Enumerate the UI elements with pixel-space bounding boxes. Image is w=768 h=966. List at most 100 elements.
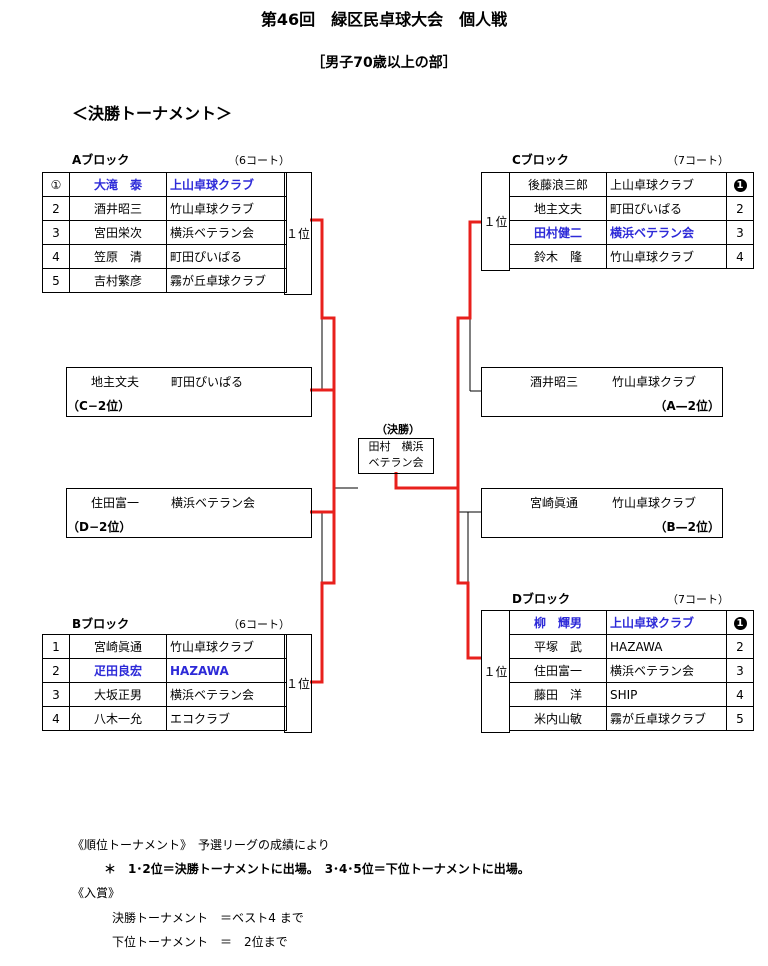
bracket-black-lines <box>310 221 481 583</box>
player-name: 藤田 洋 <box>509 682 607 707</box>
entry-number: ① <box>42 172 70 197</box>
player-name: 大坂正男 <box>69 682 167 707</box>
rank1-label: １位 <box>483 214 508 229</box>
player-club: 町田ぴいぱる <box>606 196 727 221</box>
player-club: 霧が丘卓球クラブ <box>166 268 287 293</box>
prize-final: 決勝トーナメント ＝ベスト4 まで <box>112 911 304 925</box>
player-club: 横浜ベテラン会 <box>166 682 287 707</box>
entry-number: 1 <box>42 634 70 659</box>
rank1-label: １位 <box>285 676 310 691</box>
b2-tag: （B—2位） <box>654 520 721 534</box>
player-name: 住田富一 <box>509 658 607 683</box>
block-d-rank1: １位 <box>481 610 510 733</box>
player-club: 上山卓球クラブ <box>606 172 727 197</box>
entry-number: 2 <box>42 196 70 221</box>
player-name: 宮崎眞通 <box>69 634 167 659</box>
entry-number: 3 <box>726 658 754 683</box>
player-club: SHIP <box>606 682 727 707</box>
entry-number: 3 <box>42 682 70 707</box>
b2-player-name: 宮崎眞通 <box>530 496 579 510</box>
entry-number: 1 <box>726 610 754 635</box>
block-d-label: Dブロック <box>512 592 570 606</box>
final-winner-line2: ベテラン会 <box>368 456 424 469</box>
bracket-red-lines <box>310 218 481 684</box>
player-club: 竹山卓球クラブ <box>166 196 287 221</box>
entry-number: 4 <box>42 706 70 731</box>
entry-number: 2 <box>726 196 754 221</box>
player-name: 笠原 清 <box>69 244 167 269</box>
block-a-label: Aブロック <box>72 153 130 167</box>
player-name: 田村健二 <box>509 220 607 245</box>
player-name: 吉村繁彦 <box>69 268 167 293</box>
a2-tag: （A—2位） <box>654 399 720 413</box>
player-club: 霧が丘卓球クラブ <box>606 706 727 731</box>
d2-player-club: 横浜ベテラン会 <box>171 496 256 510</box>
prize-heading: 《入賞》 <box>72 886 121 900</box>
player-club: HAZAWA <box>166 658 287 683</box>
block-a-rank1: １位 <box>284 172 312 295</box>
table-row: 後藤浪三郎上山卓球クラブ 1 <box>509 172 754 197</box>
entry-number: 2 <box>726 634 754 659</box>
player-club: 竹山卓球クラブ <box>606 244 727 269</box>
c2-player-club: 町田ぴいぱる <box>171 375 244 389</box>
winner-mark: 1 <box>733 179 747 192</box>
a2-player-name: 酒井昭三 <box>530 375 579 389</box>
player-club: 横浜ベテラン会 <box>606 658 727 683</box>
player-club: 竹山卓球クラブ <box>166 634 287 659</box>
final-winner-box: 田村 横浜 ベテラン会 <box>358 438 434 474</box>
entry-number: 4 <box>726 682 754 707</box>
player-name: 八木一允 <box>69 706 167 731</box>
a2-player-club: 竹山卓球クラブ <box>612 375 697 389</box>
b2-player-club: 竹山卓球クラブ <box>612 496 697 510</box>
c2-entry-box: 地主文夫 町田ぴいぱる （C−2位） <box>66 367 312 417</box>
rank1-label: １位 <box>483 664 508 679</box>
player-club: 横浜ベテラン会 <box>606 220 727 245</box>
player-name: 地主文夫 <box>509 196 607 221</box>
entry-number: 4 <box>726 244 754 269</box>
player-name: 米内山敏 <box>509 706 607 731</box>
entry-number: 5 <box>42 268 70 293</box>
entry-number: 5 <box>726 706 754 731</box>
block-b-label: Bブロック <box>72 617 130 631</box>
block-b-court: （6コート） <box>228 618 290 631</box>
entry-number: 3 <box>726 220 754 245</box>
player-name: 平塚 武 <box>509 634 607 659</box>
entry-number: 4 <box>42 244 70 269</box>
entry-number: 1 <box>726 172 754 197</box>
c2-tag: （C−2位） <box>67 399 131 413</box>
d2-entry-box: 住田富一 横浜ベテラン会 （D−2位） <box>66 488 312 538</box>
page-subtitle: ［男子70歳以上の部］ <box>311 55 457 71</box>
player-club: 横浜ベテラン会 <box>166 220 287 245</box>
player-club: エコクラブ <box>166 706 287 731</box>
final-label: （決勝） <box>376 423 420 436</box>
d2-tag: （D−2位） <box>67 520 132 534</box>
player-club: HAZAWA <box>606 634 727 659</box>
rank1-label: １位 <box>285 226 310 241</box>
player-name: 大滝 泰 <box>69 172 167 197</box>
player-club: 上山卓球クラブ <box>166 172 287 197</box>
d2-player-name: 住田富一 <box>91 496 140 510</box>
player-name: 柳 輝男 <box>509 610 607 635</box>
page-title: 第46回 緑区民卓球大会 個人戦 <box>260 10 508 29</box>
final-winner-line1: 田村 横浜 <box>368 440 424 453</box>
player-name: 酒井昭三 <box>69 196 167 221</box>
block-c-rank1: １位 <box>481 172 510 271</box>
a2-entry-box: 酒井昭三 竹山卓球クラブ （A—2位） <box>481 367 723 417</box>
player-club: 町田ぴいぱる <box>166 244 287 269</box>
player-name: 後藤浪三郎 <box>509 172 607 197</box>
